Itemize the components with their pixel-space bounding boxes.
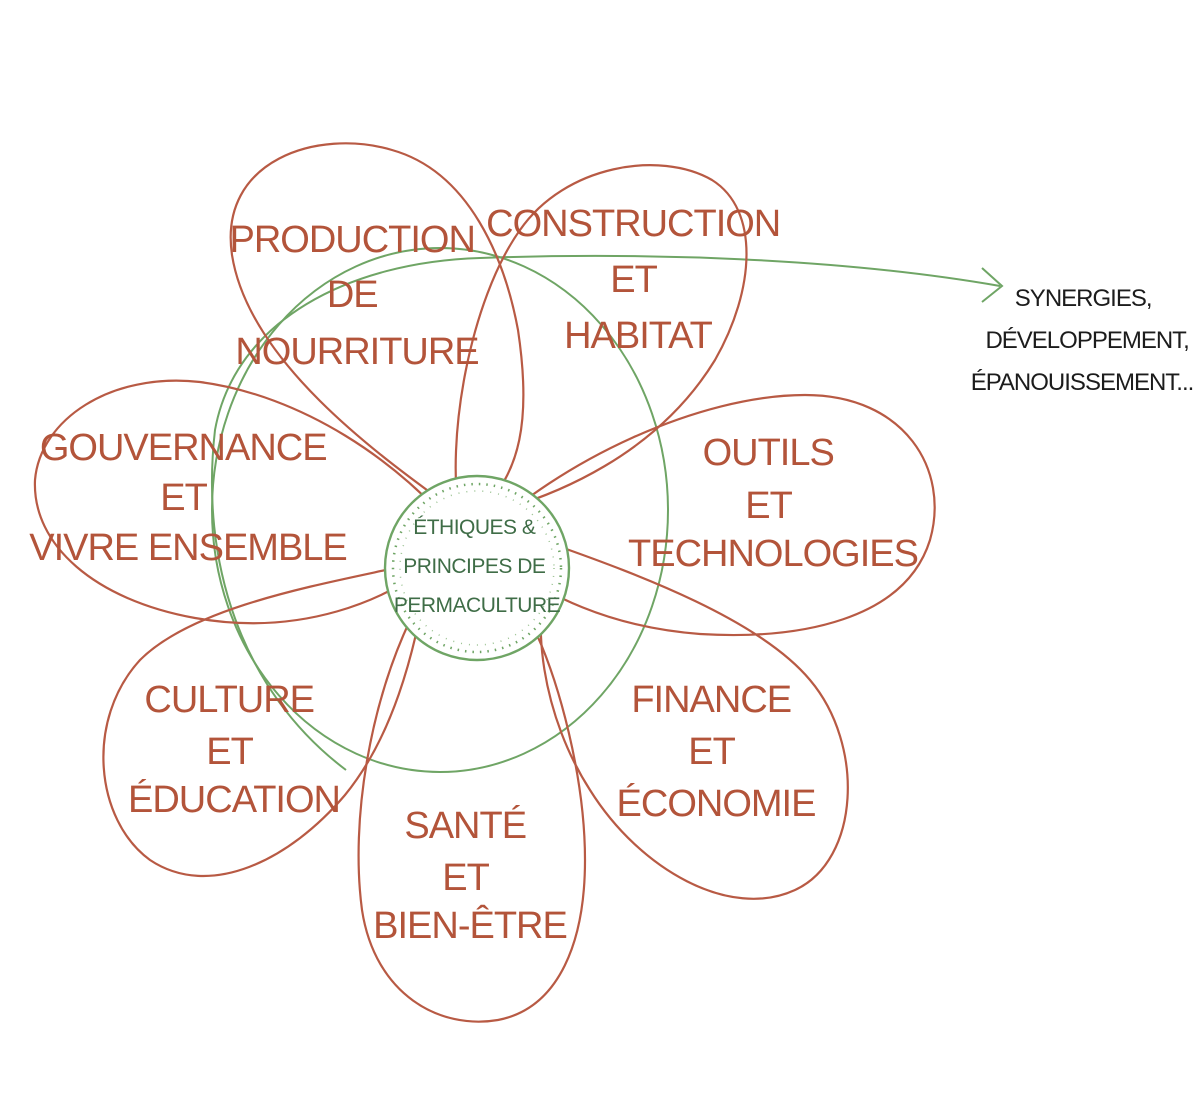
petals-group: [33, 142, 936, 1023]
label-culture-line-2: ET: [206, 731, 253, 773]
label-outils-line-1: OUTILS: [703, 432, 834, 474]
petal-sante: [357, 608, 587, 1023]
label-sante-line-3: BIEN-ÊTRE: [373, 904, 567, 947]
label-finance-line-2: ET: [688, 731, 735, 773]
label-sante-line-2: ET: [442, 857, 489, 899]
label-habitat-line-2: ET: [610, 259, 657, 301]
label-nourriture-line-3: NOURRITURE: [235, 331, 478, 373]
label-habitat-line-1: CONSTRUCTION: [486, 203, 780, 245]
petal-gouvernance: [33, 379, 464, 625]
outcome-label: SYNERGIES, DÉVELOPPEMENT, ÉPANOUISSEMENT…: [971, 285, 1195, 396]
label-habitat: CONSTRUCTION ET HABITAT: [486, 203, 790, 357]
label-sante-line-1: SANTÉ: [404, 804, 526, 847]
center-line-1: ÉTHIQUES &: [413, 516, 536, 539]
outcome-line-2: DÉVELOPPEMENT,: [985, 327, 1188, 354]
arrow-head-icon: [981, 267, 1004, 303]
outcome-line-3: ÉPANOUISSEMENT...: [971, 369, 1194, 396]
center-line-3: PERMACULTURE: [394, 594, 561, 617]
label-nourriture-line-1: PRODUCTION: [229, 219, 474, 261]
label-nourriture-line-2: DE: [327, 274, 378, 316]
label-finance-line-1: FINANCE: [631, 679, 791, 721]
label-outils: OUTILS ET TECHNOLOGIES: [628, 432, 918, 575]
center-circle: [383, 474, 571, 662]
label-culture-line-3: ÉDUCATION: [128, 778, 340, 821]
label-gouvernance-line-2: ET: [160, 477, 207, 519]
label-gouvernance-line-3: VIVRE ENSEMBLE: [29, 527, 347, 569]
petal-culture: [102, 558, 432, 877]
label-outils-line-2: ET: [745, 485, 792, 527]
label-gouvernance-line-1: GOUVERNANCE: [40, 427, 327, 469]
center-dotted-ring-inner: [399, 490, 555, 646]
label-gouvernance: GOUVERNANCE ET VIVRE ENSEMBLE: [29, 427, 347, 569]
label-habitat-line-3: HABITAT: [564, 315, 713, 357]
label-finance-line-3: ÉCONOMIE: [617, 782, 816, 825]
center-line-2: PRINCIPES DE: [403, 555, 546, 578]
petal-habitat: [454, 164, 748, 522]
center-dotted-ring: [391, 482, 563, 654]
label-finance: FINANCE ET ÉCONOMIE: [617, 679, 816, 825]
label-culture-line-1: CULTURE: [144, 679, 314, 721]
outcome-line-1: SYNERGIES,: [1015, 285, 1152, 312]
label-sante: SANTÉ ET BIEN-ÊTRE: [373, 804, 567, 947]
petal-finance: [539, 543, 849, 900]
petal-outils: [476, 393, 936, 637]
label-outils-line-3: TECHNOLOGIES: [628, 533, 918, 575]
label-nourriture: PRODUCTION DE NOURRITURE: [229, 219, 484, 373]
label-culture: CULTURE ET ÉDUCATION: [128, 679, 340, 821]
center-label: ÉTHIQUES & PRINCIPES DE PERMACULTURE: [394, 516, 561, 617]
petal-nourriture: [229, 142, 525, 522]
